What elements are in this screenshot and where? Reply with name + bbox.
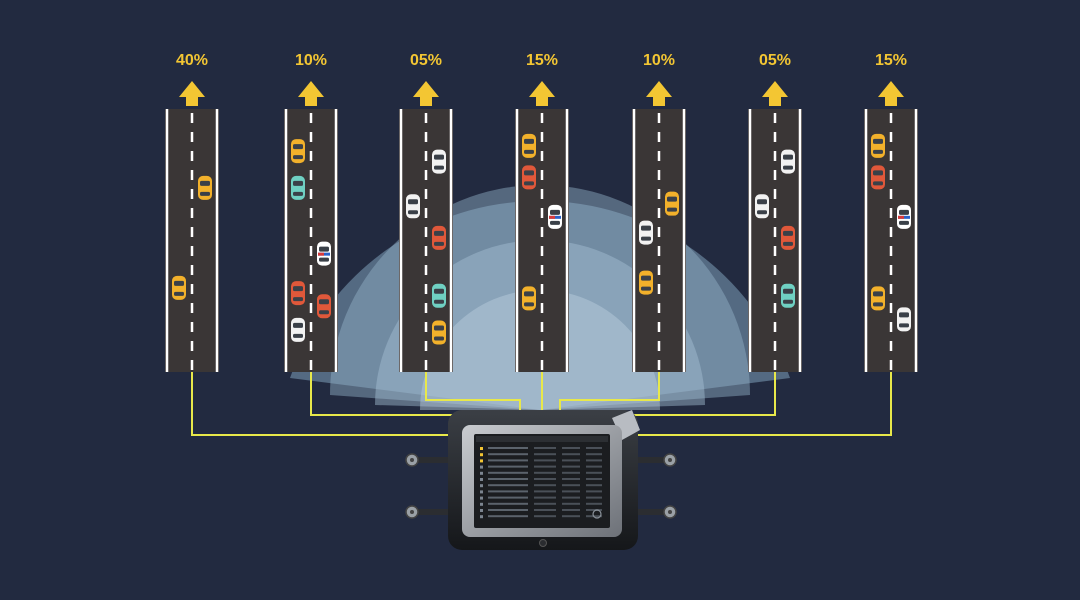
car-white [432, 149, 446, 174]
antenna-connector [632, 505, 677, 519]
car-yellow [198, 175, 212, 200]
car-police [897, 204, 911, 229]
road-lane [864, 81, 918, 372]
car-teal [291, 175, 305, 200]
car-red [781, 225, 795, 250]
car-yellow [291, 139, 305, 164]
up-arrow-icon [762, 81, 788, 106]
lane-percentage-label: 05% [409, 52, 443, 69]
car-white [406, 194, 420, 219]
road-lane [515, 81, 569, 372]
up-arrow-icon [179, 81, 205, 106]
lane-percentage-label: 15% [525, 52, 559, 69]
lane-percentage-label: 05% [758, 52, 792, 69]
wire-1 [191, 372, 470, 436]
road-lane [399, 81, 453, 372]
antenna-connector [405, 505, 450, 519]
road-lane [632, 81, 686, 372]
car-yellow [871, 286, 885, 311]
car-teal [432, 283, 446, 308]
car-yellow [522, 286, 536, 311]
car-white [897, 307, 911, 332]
wire-7 [615, 372, 892, 436]
car-red [871, 165, 885, 190]
car-yellow [639, 270, 653, 295]
road-surface [165, 109, 219, 372]
car-yellow [432, 320, 446, 345]
lane-percentage-label: 40% [175, 52, 209, 69]
lane-percentage-label: 10% [294, 52, 328, 69]
road-lane [748, 81, 802, 372]
road-lane [284, 81, 338, 372]
car-red [291, 281, 305, 306]
up-arrow-icon [529, 81, 555, 106]
car-teal [781, 283, 795, 308]
up-arrow-icon [298, 81, 324, 106]
road-lane [165, 81, 219, 372]
power-button-icon [592, 509, 602, 519]
car-yellow [871, 133, 885, 158]
car-police [548, 204, 562, 229]
antenna-connector [405, 453, 450, 467]
up-arrow-icon [413, 81, 439, 106]
screen-content [476, 436, 608, 519]
car-yellow [172, 275, 186, 300]
lane-percentage-label: 15% [874, 52, 908, 69]
car-police [317, 241, 331, 266]
car-white [755, 194, 769, 219]
car-white [639, 220, 653, 245]
car-yellow [665, 191, 679, 216]
antenna-connector [632, 453, 677, 467]
car-red [522, 165, 536, 190]
car-red [317, 294, 331, 319]
road-lanes [165, 81, 918, 372]
lane-percentage-label: 10% [642, 52, 676, 69]
car-white [781, 149, 795, 174]
device-logo-mark [539, 539, 547, 547]
up-arrow-icon [646, 81, 672, 106]
car-yellow [522, 133, 536, 158]
car-red [432, 225, 446, 250]
up-arrow-icon [878, 81, 904, 106]
car-white [291, 317, 305, 342]
ruggedized-tablet-device [405, 410, 677, 550]
